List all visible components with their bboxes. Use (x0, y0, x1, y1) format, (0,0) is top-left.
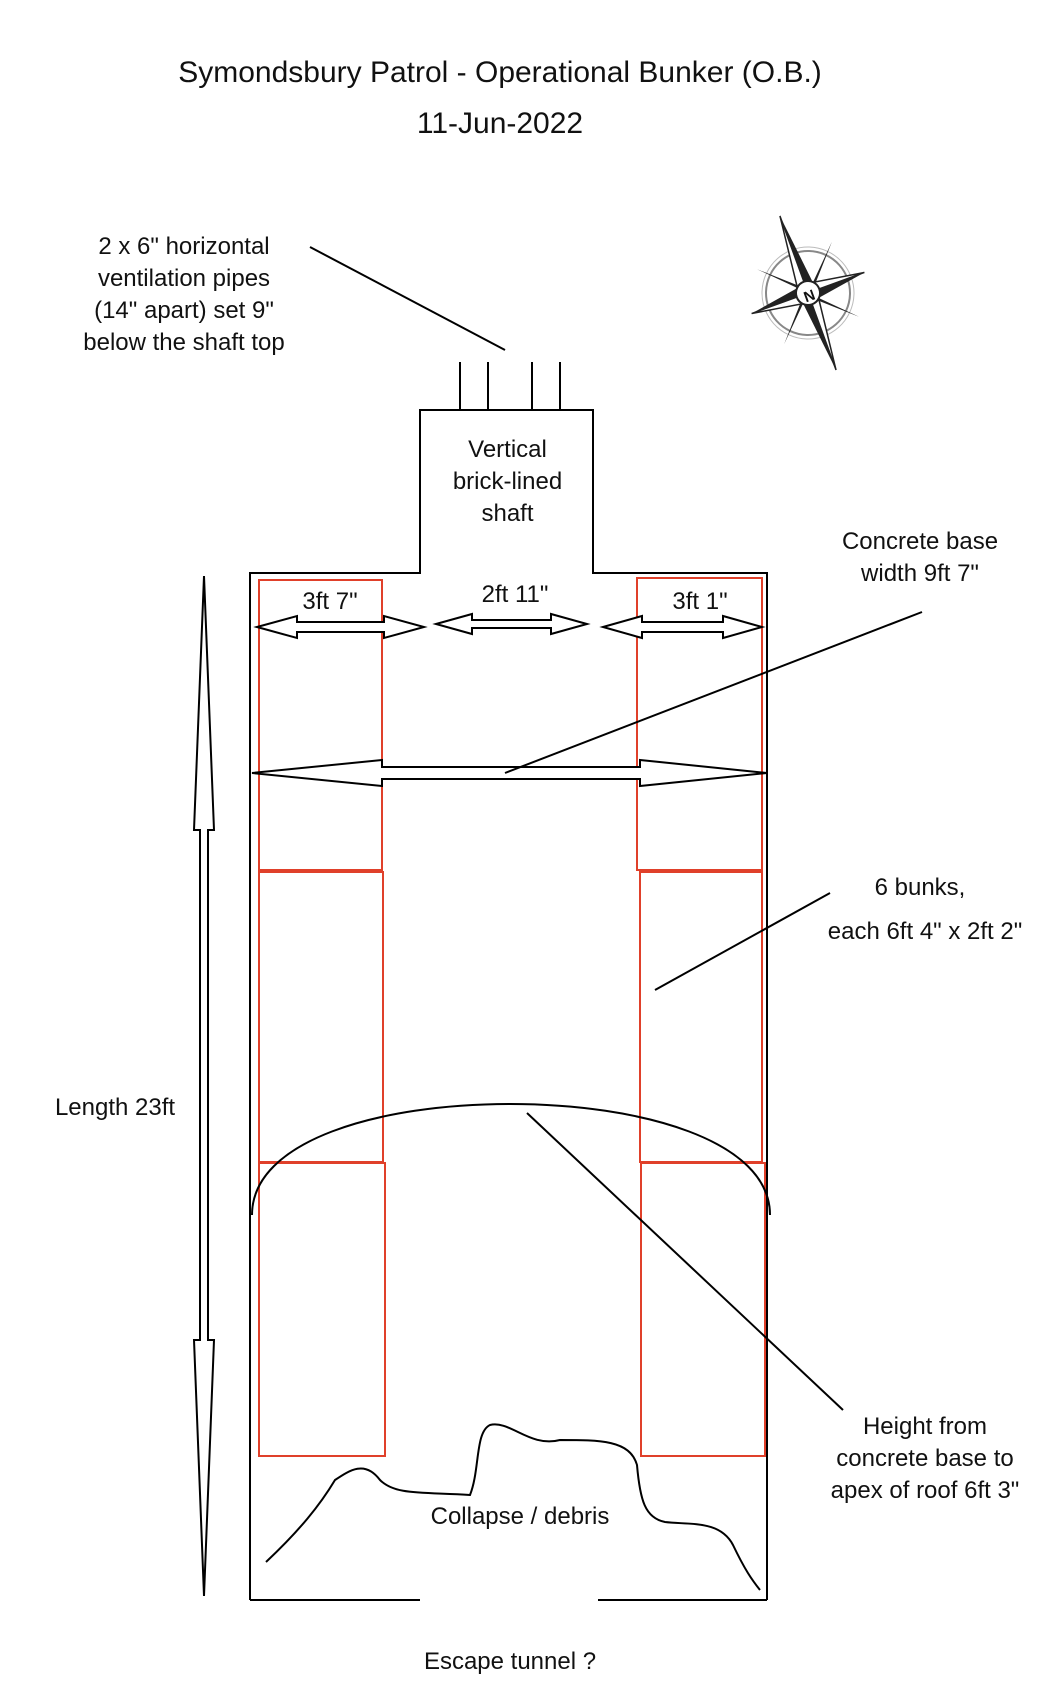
concrete-base-label: Concrete base width 9ft 7" (820, 526, 1020, 590)
bunk-right-top (636, 577, 763, 871)
vent-line-4: below the shaft top (83, 329, 285, 356)
bunks-label-line-2: each 6ft 4" x 2ft 2" (827, 918, 1023, 945)
date: 11-Jun-2022 (416, 107, 584, 140)
page-title: Symondsbury Patrol - Operational Bunker … (178, 56, 822, 89)
dim-left-label: 3ft 7" (302, 588, 358, 615)
bunks-label-line-1: 6 bunks, (874, 874, 966, 901)
shaft-line-2: brick-lined (452, 468, 563, 495)
vent-line-2: ventilation pipes (97, 265, 271, 292)
bunk-left-bottom (258, 1162, 386, 1457)
vent-pipes-label: 2 x 6" horizontal ventilation pipes (14"… (60, 231, 308, 359)
bunk-left-middle (258, 871, 384, 1163)
bunks (258, 577, 766, 1457)
height-label: Height from concrete base to apex of roo… (815, 1411, 1035, 1507)
length-arrow (192, 575, 216, 1597)
dim-right-label: 3ft 1" (672, 588, 728, 615)
leader-lines (309, 246, 923, 1411)
concrete-line-2: width 9ft 7" (861, 560, 979, 587)
compass-rose-icon (751, 215, 865, 371)
length-label: Length 23ft (54, 1094, 176, 1121)
bunk-left-top (258, 579, 383, 871)
roof-arch (251, 1102, 771, 1216)
escape-label: Escape tunnel ? (423, 1648, 597, 1675)
bunk-right-middle (639, 871, 763, 1163)
vent-line-1: 2 x 6" horizontal (98, 233, 270, 260)
height-line-2: concrete base to (836, 1445, 1014, 1472)
vent-pipes (459, 362, 561, 410)
debris-outline (265, 1423, 761, 1591)
bunker-outline (249, 409, 768, 1600)
height-line-3: apex of roof 6ft 3" (830, 1477, 1020, 1504)
shaft-line-3: shaft (481, 500, 534, 527)
dim-middle-label: 2ft 11" (481, 581, 549, 608)
vent-line-3: (14" apart) set 9" (94, 297, 274, 324)
dim-arrows-top (253, 612, 766, 640)
height-line-1: Height from (862, 1413, 988, 1440)
concrete-base-arrow (251, 758, 768, 788)
bunk-right-bottom (640, 1162, 766, 1457)
concrete-line-1: Concrete base (841, 528, 999, 555)
shaft-label: Vertical brick-lined shaft (430, 434, 585, 530)
collapse-label: Collapse / debris (430, 1503, 610, 1530)
shaft-line-1: Vertical (468, 436, 547, 463)
